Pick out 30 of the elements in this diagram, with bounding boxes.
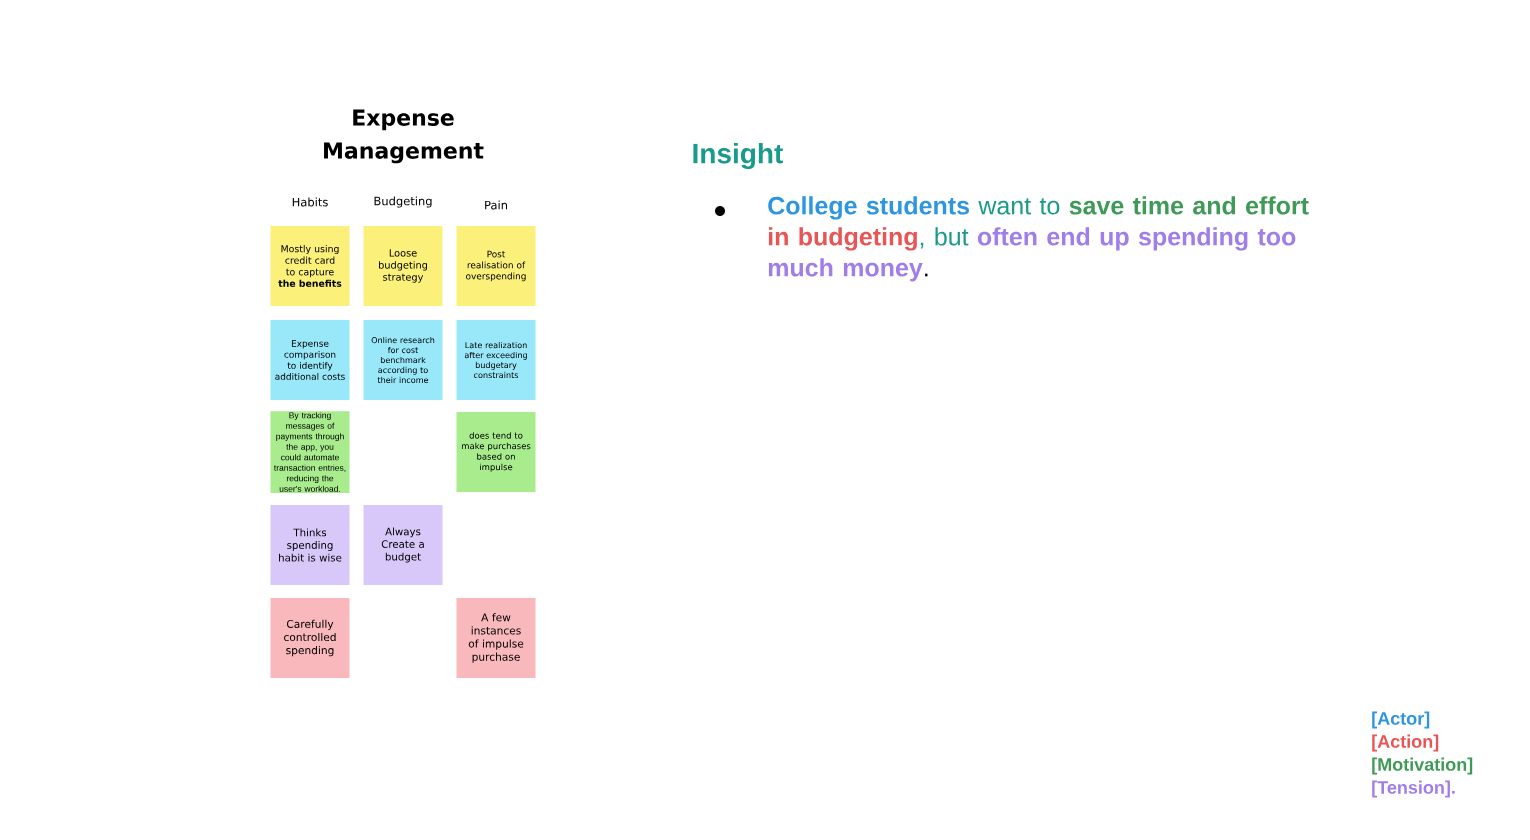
section-heading: Insight	[693, 142, 783, 170]
label: often end up spending too	[977, 227, 1296, 251]
label: want to	[978, 198, 1060, 215]
sticky-note: Thinks spending habit is wise	[270, 505, 350, 585]
label: save time and effort	[1069, 196, 1309, 215]
label: .	[925, 273, 928, 277]
label: in budgeting	[768, 227, 917, 251]
label: , but	[920, 227, 969, 249]
sticky-note: A few instances of impulse purchase	[456, 598, 536, 678]
column-header: Habits	[292, 197, 328, 207]
sticky-note: Carefully controlled spending	[270, 598, 350, 678]
column-header: Budgeting	[374, 196, 432, 208]
sticky-note: Expense comparison to identify additional costs	[270, 320, 350, 400]
sticky-note: Always Create a budget	[363, 505, 443, 585]
sticky-note: Mostly using credit card to capture the benefits	[270, 226, 350, 306]
label: College students	[768, 196, 969, 220]
legend-key: [Tension].	[1372, 780, 1455, 798]
column-header: Pain	[485, 200, 507, 210]
sticky-note: Post realisation of overspending	[456, 226, 536, 306]
sticky-note: By tracking messages of payments through the app, you could automate transaction entries, reducing the user's workload.	[270, 411, 350, 493]
sticky-note: does tend to make purchases based on impulse	[456, 412, 536, 492]
sticky-note: Late realization after exceeding budgetary constraints	[456, 320, 536, 400]
insight-sentence: College students want to save time and effort in budgeting, but often end up spending too much money.	[768, 196, 1309, 282]
label: much money	[768, 258, 923, 282]
sticky-note: Loose budgeting strategy	[363, 226, 443, 306]
legend-key: [Motivation]	[1372, 757, 1473, 775]
legend-key: [Action]	[1372, 734, 1439, 752]
sticky-note: Online research for cost benchmark according to their income	[363, 320, 443, 400]
legend-key: [Actor]	[1372, 711, 1430, 729]
heading: Expense Management	[324, 109, 484, 164]
